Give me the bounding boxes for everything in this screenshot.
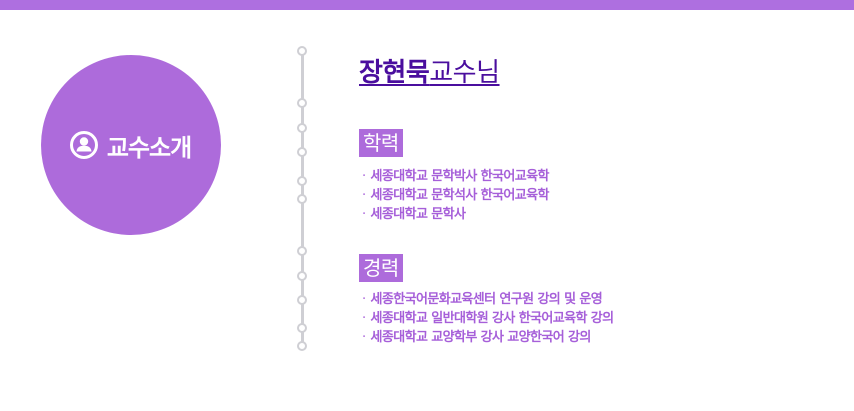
timeline-node <box>297 98 307 108</box>
timeline-node <box>297 147 307 157</box>
list-item: ·세종대학교 문학석사 한국어교육학 <box>362 188 549 203</box>
person-circle-icon <box>69 130 99 160</box>
timeline-node <box>297 46 307 56</box>
top-accent-bar <box>0 0 854 10</box>
bullet: · <box>362 330 366 345</box>
intro-label: 교수소개 <box>106 133 192 162</box>
education-heading: 학력 <box>359 129 403 157</box>
professor-title: 교수님 <box>429 58 500 88</box>
education-list: ·세종대학교 문학박사 한국어교육학 ·세종대학교 문학석사 한국어교육학 ·세… <box>362 167 549 224</box>
career-heading: 경력 <box>359 254 403 282</box>
list-item: ·세종한국어문화교육센터 연구원 강의 및 운영 <box>362 292 603 307</box>
list-item: ·세종대학교 교양학부 강사 교양한국어 강의 <box>362 330 591 345</box>
timeline-node <box>297 194 307 204</box>
career-list: ·세종한국어문화교육센터 연구원 강의 및 운영 ·세종대학교 일반대학원 강사… <box>362 290 614 347</box>
timeline-node <box>297 271 307 281</box>
timeline-node <box>297 123 307 133</box>
professor-surname: 장현묵 <box>359 58 430 88</box>
timeline-node <box>297 295 307 305</box>
bullet: · <box>362 169 366 184</box>
list-item: ·세종대학교 문학박사 한국어교육학 <box>362 169 549 184</box>
timeline-node <box>297 341 307 351</box>
bullet: · <box>362 188 366 203</box>
timeline-node <box>297 176 307 186</box>
bullet: · <box>362 311 366 326</box>
bullet: · <box>362 207 366 222</box>
list-item: ·세종대학교 일반대학원 강사 한국어교육학 강의 <box>362 311 614 326</box>
professor-intro-badge: 교수소개 <box>41 55 221 235</box>
bullet: · <box>362 292 366 307</box>
timeline-node <box>297 323 307 333</box>
list-item: ·세종대학교 문학사 <box>362 207 466 222</box>
timeline-node <box>297 246 307 256</box>
professor-name[interactable]: 장현묵교수님 <box>359 52 500 89</box>
timeline <box>296 46 308 352</box>
